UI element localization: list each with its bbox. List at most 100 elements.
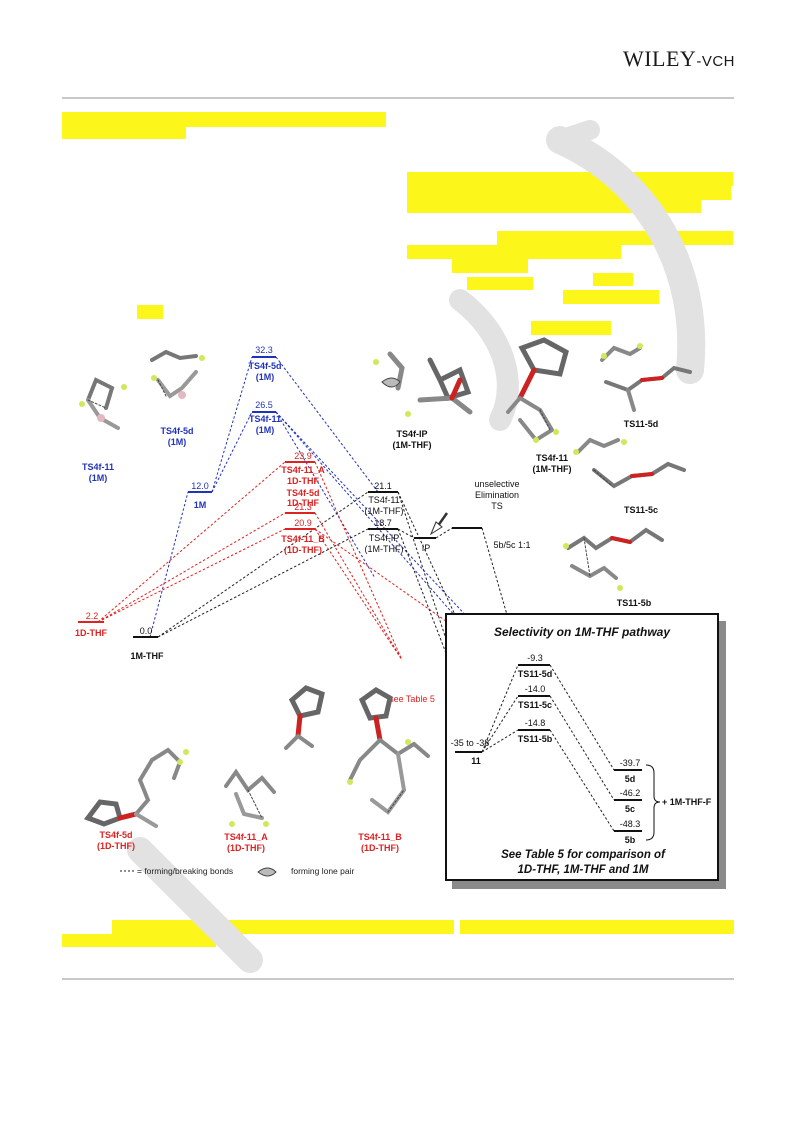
- highlight-block: [593, 273, 633, 286]
- inset-level-11: -35 to -38: [451, 738, 490, 748]
- connector-black: [157, 491, 369, 638]
- label-mol-ts4f-ip-l2: (1M-THF): [393, 440, 432, 450]
- inset-label-5d: 5d: [625, 774, 636, 784]
- highlight-block: [62, 934, 216, 947]
- inset-energy-ts11-5b: -14.8: [525, 718, 546, 728]
- molecule-ts4f-11a-1dthf: [224, 768, 276, 827]
- label-ratio: 5b/5c 1:1: [493, 540, 530, 550]
- connector-red: [97, 512, 286, 623]
- label-ts4f-11-1mthf-l2: (1M-THF): [365, 506, 404, 516]
- energy-ts4f-11a: 23.9: [294, 451, 312, 461]
- label-ts4f-5d-1dthf-l2: 1D-THF: [287, 498, 319, 508]
- connector-black: [157, 528, 369, 638]
- connector-red: [314, 528, 403, 661]
- see-table-label: see Table 5: [389, 694, 435, 704]
- connector-blue: [275, 411, 611, 771]
- energy-ts4f-5d-1m: 32.3: [255, 345, 273, 355]
- inset-note-line2: 1D-THF, 1M-THF and 1M: [518, 864, 649, 876]
- label-mol-ts4f-ip-l1: TS4f-IP: [396, 429, 427, 439]
- inset-label-ts11-5b: TS11-5b: [518, 734, 553, 744]
- energy-1d-thf: 2.2: [86, 611, 99, 621]
- label-ts4f-11-1m-l1: TS4f-11: [249, 414, 281, 424]
- molecule-ts11-5b: [563, 527, 664, 591]
- lone-pair-icon: [257, 867, 277, 877]
- highlight-block: [467, 277, 533, 290]
- inset-label-11: 11: [471, 756, 481, 766]
- molecule-ts4f-11a-thf: [284, 685, 325, 750]
- highlight-block: [62, 126, 186, 139]
- connector-blue: [211, 356, 253, 493]
- label-ts4f-5d-1m-l2: (1M): [256, 372, 275, 382]
- label-ts4f-ip-1mthf-l1: TS4f-IP: [369, 533, 400, 543]
- publisher-logo-suffix: -VCH: [696, 53, 735, 70]
- energy-ts4f-5d-1dthf: 21.3: [294, 502, 312, 512]
- label-ts4f-11b-l2: (1D-THF): [284, 545, 322, 555]
- label-ts4f-11b-l1: TS4f-11_B: [281, 534, 325, 544]
- molecule-ts11-5d: [600, 343, 692, 412]
- label-mol-ts4f-11-l1: TS4f-11: [536, 453, 568, 463]
- label-unselective-l1: unselective: [474, 479, 519, 489]
- label-ts4f-5d-1dthf-l1: TS4f-5d: [286, 488, 319, 498]
- label-mol-ts11-5d: TS11-5d: [624, 419, 659, 429]
- selectivity-inset: Selectivity on 1M-THF pathway -35 to -38…: [445, 613, 726, 889]
- elimination-arrow-head: [429, 521, 443, 536]
- label-bottom-ts4f-11a-l1: TS4f-11_A: [224, 832, 268, 842]
- connector-blue: [211, 411, 253, 493]
- label-mol-ts11-5c: TS11-5c: [624, 505, 658, 515]
- label-ts4f-11-1mthf-l1: TS4f-11: [368, 495, 399, 505]
- connector-black: [397, 528, 415, 539]
- energy-ts4f-ip-1mthf: 18.7: [374, 518, 392, 528]
- connector-black: [435, 527, 453, 539]
- molecule-ts4f-5d-1m: [150, 349, 205, 399]
- energy-ts4f-11b: 20.9: [294, 518, 312, 528]
- label-blue-mol-1-l2: (1M): [89, 473, 108, 483]
- label-mol-ts4f-11-l2: (1M-THF): [533, 464, 572, 474]
- label-bottom-ts4f-5d-l2: (1D-THF): [97, 841, 135, 851]
- inset-energy-5b: -48.3: [620, 819, 641, 829]
- label-bottom-ts4f-11b-l1: TS4f-11_B: [358, 832, 402, 842]
- highlight-block: [460, 920, 734, 934]
- label-blue-mol-2-l1: TS4f-5d: [160, 426, 193, 436]
- inset-energy-ts11-5d: -9.3: [527, 653, 543, 663]
- inset-energy-5d: -39.7: [620, 758, 641, 768]
- molecule-ts4f-11b-1dthf: [347, 687, 430, 815]
- molecule-ts4f-ip-1mthf: [373, 351, 473, 417]
- highlight-block: [407, 172, 733, 186]
- connector-red: [97, 461, 286, 623]
- label-mol-ts11-5b: TS11-5b: [617, 598, 652, 608]
- energy-1m-thf: 0.0: [140, 626, 153, 636]
- inset-label-ts11-5c: TS11-5c: [518, 700, 552, 710]
- highlight-block: [407, 245, 621, 259]
- highlight-block: [452, 259, 528, 273]
- inset-energy-ts11-5c: -14.0: [525, 684, 546, 694]
- label-ts4f-11-1m-l2: (1M): [256, 425, 275, 435]
- label-1m: 1M: [194, 500, 207, 510]
- label-ip: IP: [422, 543, 431, 553]
- connector-red: [97, 528, 286, 623]
- publisher-logo: WILEY-VCH: [623, 46, 735, 72]
- connector-blue: [275, 356, 379, 493]
- legend-lonepair-label: forming lone pair: [291, 866, 354, 876]
- connector-blue: [149, 491, 189, 638]
- highlight-block: [563, 290, 659, 304]
- highlight-block: [531, 321, 611, 335]
- label-ts4f-ip-1mthf-l2: (1M-THF): [365, 544, 404, 554]
- header-rule: [62, 97, 734, 99]
- inset-label-ts11-5d: TS11-5d: [518, 669, 553, 679]
- energy-ts4f-11-1m: 26.5: [255, 400, 273, 410]
- inset-label-5b: 5b: [625, 835, 636, 845]
- energy-ts4f-11-1mthf: 21.1: [374, 481, 392, 491]
- energy-1m: 12.0: [191, 481, 209, 491]
- label-bottom-ts4f-11b-l2: (1D-THF): [361, 843, 399, 853]
- inset-title: Selectivity on 1M-THF pathway: [494, 625, 671, 639]
- highlight-block: [137, 305, 163, 319]
- label-ts4f-11a-l1: TS4f-11_A: [281, 465, 325, 475]
- highlight-block: [62, 112, 386, 127]
- label-bottom-ts4f-11a-l2: (1D-THF): [227, 843, 265, 853]
- connector-red: [314, 461, 403, 661]
- publisher-logo-main: WILEY: [622, 46, 697, 71]
- connector-blue: [275, 411, 376, 579]
- connector-black: [397, 491, 476, 729]
- connector-red: [314, 512, 403, 661]
